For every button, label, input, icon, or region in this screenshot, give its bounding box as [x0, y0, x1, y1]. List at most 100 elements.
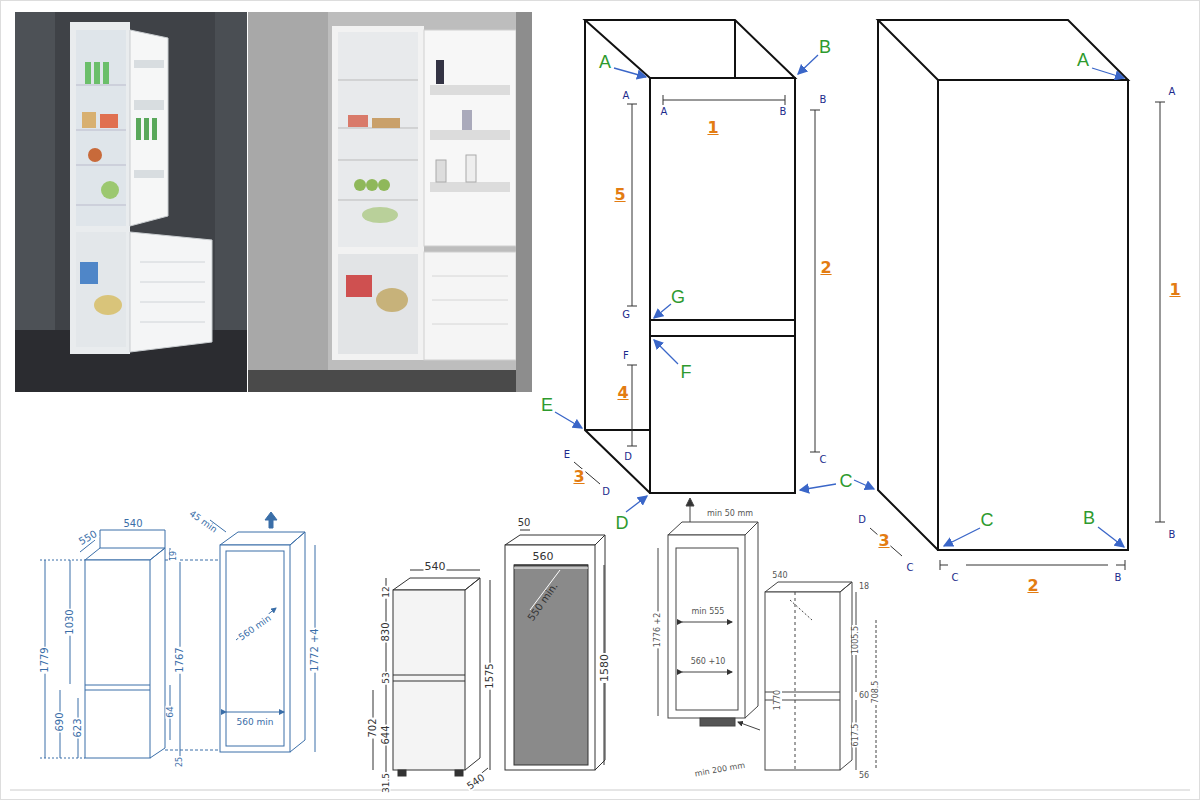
drawing-rect — [85, 62, 91, 84]
drawing-rect — [514, 565, 588, 765]
drawing-rect — [76, 30, 126, 226]
drawing-line — [966, 565, 1108, 566]
dimension-label: 56 — [858, 772, 870, 780]
drawing-rect — [398, 770, 406, 776]
drawing-line — [663, 100, 785, 101]
drawing-line — [1092, 68, 1124, 78]
dimension-label: 702 — [368, 717, 378, 738]
drawing-line — [76, 205, 126, 206]
drawing-line — [738, 722, 760, 730]
drawing-rect — [516, 12, 532, 392]
callout-number: 5 — [613, 187, 626, 203]
dimension-label: C — [906, 563, 915, 573]
drawing-line — [944, 528, 980, 546]
drawing-path — [878, 20, 1128, 80]
dimension-label: min 555 — [691, 608, 726, 616]
dimension-label: F — [622, 351, 630, 361]
dimension-label: 1779 — [40, 646, 50, 673]
drawing-rect — [94, 62, 100, 84]
dimension-label: 50 — [517, 518, 532, 528]
drawing-rect — [134, 170, 164, 178]
pointer-arrows-one — [555, 55, 874, 512]
dimension-label: E — [563, 450, 571, 460]
drawing-rect — [372, 118, 400, 128]
dimension-label: 644 — [381, 724, 391, 745]
drawing-path — [505, 535, 605, 545]
drawing-rect — [424, 252, 516, 360]
drawing-path — [745, 522, 758, 718]
drawing-line — [165, 750, 222, 751]
corner-letter: C — [839, 472, 854, 490]
drawing-line — [432, 276, 508, 277]
fridge-drawing-middle — [373, 530, 605, 790]
dimension-label: 540 — [122, 519, 143, 529]
drawing-line — [627, 365, 637, 366]
dimension-label: 1030 — [65, 608, 75, 635]
drawing-line — [614, 68, 646, 77]
drawing-line — [1098, 527, 1124, 547]
drawing-line — [650, 335, 795, 337]
pointer-arrows-two — [944, 68, 1124, 547]
drawing-rect — [346, 275, 372, 297]
dimension-label: A — [660, 107, 669, 117]
drawing-ellipse — [362, 207, 398, 223]
dimension-label: 64 — [166, 705, 175, 718]
drawing-rect — [144, 118, 149, 140]
dimension-lines-two — [870, 102, 1165, 570]
drawing-rect — [424, 30, 516, 246]
drawing-line — [85, 685, 150, 686]
dimension-label: 690 — [55, 711, 65, 732]
dimension-label: 45 min — [187, 509, 219, 535]
drawing-line — [798, 55, 818, 74]
fridge-drawing-right — [658, 498, 876, 770]
drawing-line — [870, 528, 902, 556]
drawing-line — [627, 104, 637, 105]
drawing-line — [76, 130, 126, 131]
drawing-polygon — [130, 30, 168, 226]
dimension-label: 1770 — [774, 689, 782, 711]
drawing-line — [514, 565, 588, 566]
dimension-label: min 50 mm — [706, 510, 754, 518]
drawing-circle — [378, 179, 390, 191]
fridge-drawing-left — [40, 512, 315, 758]
dimension-label: D — [623, 452, 633, 462]
dimension-label: C — [819, 455, 828, 465]
corner-letter: E — [540, 396, 554, 414]
drawing-line — [40, 560, 85, 561]
drawing-line — [338, 80, 418, 81]
drawing-line — [100, 530, 101, 548]
drawing-path — [585, 20, 795, 78]
drawing-line — [1155, 102, 1165, 103]
drawing-line — [734, 20, 736, 78]
drawing-line — [800, 484, 836, 490]
drawing-line — [627, 306, 637, 307]
dimension-label: B — [1168, 530, 1177, 540]
dimension-label: 1005.5 — [852, 625, 860, 655]
dimension-label: 623 — [73, 717, 83, 738]
photo-fridge-dark — [15, 12, 247, 392]
drawing-rect — [338, 32, 418, 247]
drawing-line — [432, 324, 508, 325]
drawing-line — [140, 282, 205, 283]
drawing-line — [632, 104, 633, 306]
drawing-rect — [430, 130, 510, 140]
drawing-line — [1116, 565, 1125, 566]
dimension-label: 25 — [176, 756, 184, 768]
drawing-rect — [136, 118, 141, 140]
dimension-label: 1776 +2 — [654, 612, 662, 649]
callout-number: 3 — [572, 469, 585, 485]
dimension-label: 830 — [381, 621, 391, 642]
drawing-circle — [88, 148, 102, 162]
drawing-rect — [338, 254, 418, 354]
drawing-rect — [650, 78, 795, 493]
dimension-label: 560 +10 — [690, 658, 727, 666]
dimension-label: 53 — [382, 671, 391, 684]
drawing-line — [226, 712, 284, 713]
drawing-rect — [436, 60, 444, 84]
drawing-line — [520, 530, 530, 531]
drawing-rect — [220, 545, 290, 752]
drawing-path — [150, 548, 165, 758]
corner-letter: F — [680, 363, 693, 381]
drawing-line — [514, 568, 588, 569]
